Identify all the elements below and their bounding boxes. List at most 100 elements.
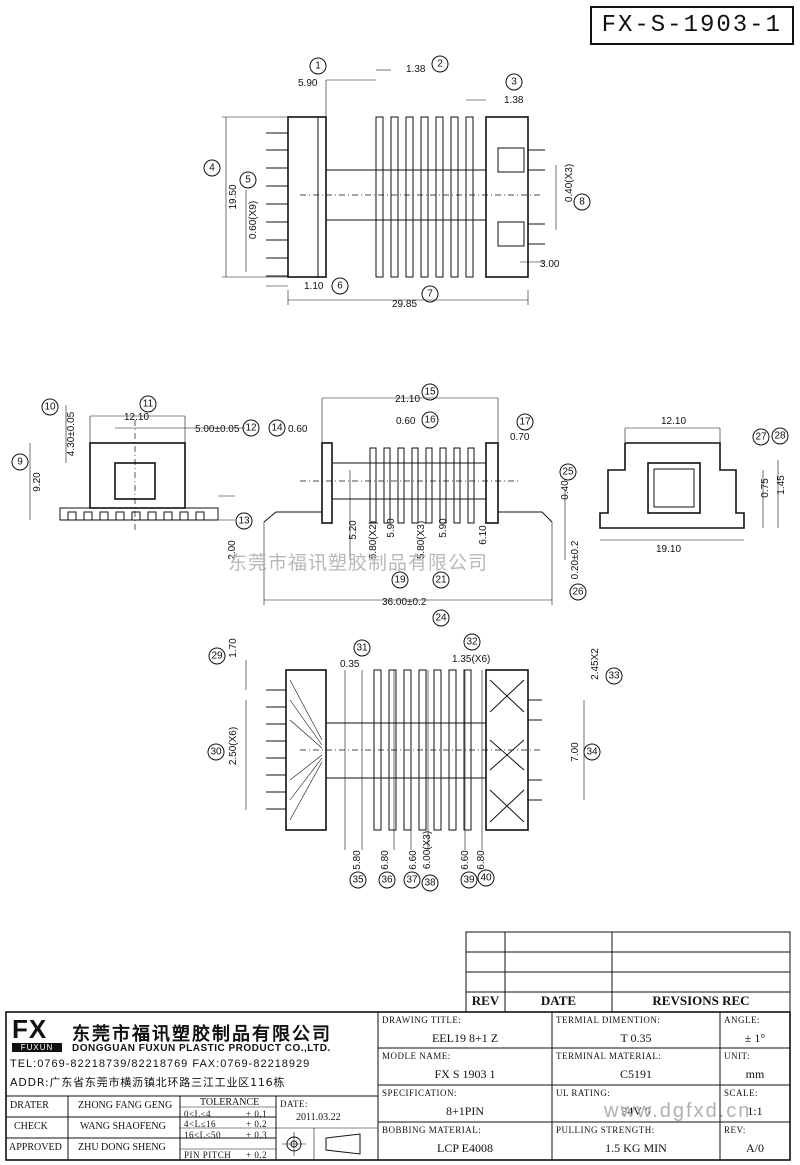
- callout-circle: [431, 55, 449, 73]
- svg-text:5.80(X3): 5.80(X3): [416, 521, 427, 559]
- tol-value-1: + 0.1: [246, 1109, 268, 1119]
- date-header: DATE: [540, 993, 577, 1008]
- svg-text:36.00±0.2: 36.00±0.2: [382, 597, 427, 608]
- callout-circle: [11, 453, 29, 471]
- approved-role: APPROVED: [9, 1142, 62, 1153]
- scale-value: 1:1: [747, 1104, 763, 1118]
- callout-number: 6: [337, 281, 343, 292]
- svg-text:4.30±0.05: 4.30±0.05: [66, 411, 77, 456]
- callout-circle: [477, 869, 495, 887]
- tol-value-2: + 0.2: [246, 1119, 268, 1129]
- svg-text:5.90: 5.90: [438, 518, 449, 538]
- svg-text:5.20: 5.20: [348, 520, 359, 540]
- svg-text:2.45X2: 2.45X2: [590, 648, 601, 680]
- callout-circle: [331, 277, 349, 295]
- callout-number: 32: [466, 637, 478, 648]
- date-label: DATE:: [280, 1099, 308, 1109]
- rev-header: REV: [471, 993, 500, 1008]
- svg-text:6.00(X3): 6.00(X3): [422, 831, 433, 869]
- terminal-dimention-label: TERMIAL DIMENTION:: [556, 1015, 661, 1025]
- callout-circle: [242, 419, 260, 437]
- pulling-strength-label: PULLING STRENGTH:: [556, 1125, 655, 1135]
- pulling-strength-value: 1.5 KG MIN: [605, 1141, 667, 1155]
- callout-number: 15: [424, 387, 436, 398]
- callout-circle: [421, 411, 439, 429]
- callout-number: 1: [315, 61, 321, 72]
- tolerance-title: TOLERANCE: [200, 1097, 260, 1108]
- tol-range-3: 16<L≤50: [184, 1130, 222, 1140]
- svg-text:1.38: 1.38: [406, 64, 426, 75]
- site-watermark: www.dgfxd.cn: [604, 1100, 752, 1122]
- svg-text:2.50(X6): 2.50(X6): [228, 727, 239, 765]
- callout-circle: [516, 413, 534, 431]
- callout-circle: [559, 463, 577, 481]
- revisions-header: REVSIONS REC: [652, 993, 750, 1008]
- check-role: CHECK: [14, 1121, 48, 1132]
- svg-text:5.90: 5.90: [298, 78, 318, 89]
- unit-value: mm: [745, 1067, 765, 1081]
- callout-circle: [41, 398, 59, 416]
- svg-text:3.00: 3.00: [540, 259, 560, 270]
- top-left-pins: [266, 132, 288, 277]
- callout-number: 21: [435, 575, 447, 586]
- bobbing-material-value: LCP E4008: [437, 1141, 493, 1155]
- callout-number: 17: [519, 417, 531, 428]
- svg-text:6.80: 6.80: [380, 850, 391, 870]
- callout-circle: [421, 383, 439, 401]
- callout-number: 25: [562, 467, 574, 478]
- terminal-material-value: C5191: [619, 1067, 652, 1081]
- svg-text:0.20±0.2: 0.20±0.2: [570, 540, 581, 579]
- callout-number: 9: [17, 457, 23, 468]
- svg-text:0.75: 0.75: [760, 478, 771, 498]
- svg-text:1.10: 1.10: [304, 281, 324, 292]
- watermark-text: 东莞市福讯塑胶制品有限公司: [228, 552, 489, 574]
- callout-number: 34: [586, 747, 598, 758]
- dimension-labels: 5.90 1.38 1.38 19.50 0.60(X9) 1.10 29.85…: [32, 64, 787, 870]
- callout-number: 40: [480, 873, 492, 884]
- company-logo: FX: [12, 1014, 48, 1044]
- svg-text:9.20: 9.20: [32, 472, 43, 492]
- specification-label: SPECIFICATION:: [382, 1088, 458, 1098]
- end-view-right: [599, 427, 779, 541]
- drater-role: DRATER: [10, 1100, 49, 1111]
- ul-rating-value: 94V 0: [621, 1104, 651, 1118]
- svg-text:0.60: 0.60: [288, 424, 308, 435]
- callout-circle: [463, 633, 481, 651]
- specification-value: 8+1PIN: [445, 1104, 485, 1118]
- callout-circle: [378, 871, 396, 889]
- drawing-title-label: DRAWING TITLE:: [382, 1015, 462, 1025]
- angle-value: ± 1°: [744, 1031, 766, 1045]
- svg-text:1.45: 1.45: [776, 475, 787, 495]
- callout-number: 38: [424, 878, 436, 889]
- unit-label: UNIT:: [724, 1051, 751, 1061]
- svg-text:6.60: 6.60: [408, 850, 419, 870]
- callout-circle: [208, 647, 226, 665]
- callout-circle: [421, 874, 439, 892]
- drawing-title-value: EEL19 8+1 Z: [431, 1031, 499, 1045]
- callout-number: 11: [143, 399, 154, 410]
- callout-circle: [432, 571, 450, 589]
- tol-range-2: 4<L≤16: [184, 1119, 217, 1129]
- svg-text:19.50: 19.50: [228, 184, 239, 209]
- bottom-left-ribs: [289, 679, 323, 821]
- tol-range-4: PIN PITCH: [184, 1150, 232, 1160]
- callout-number: 3: [511, 77, 517, 88]
- callout-number: 14: [271, 423, 283, 434]
- callout-number: 37: [406, 875, 418, 886]
- callout-circle: [235, 512, 253, 530]
- callout-circle: [421, 285, 439, 303]
- rev-label: REV:: [724, 1125, 746, 1135]
- callout-number: 39: [463, 875, 475, 886]
- callout-number: 27: [755, 432, 767, 443]
- tol-value-3: + 0.3: [246, 1130, 268, 1140]
- callout-number: 10: [44, 402, 56, 413]
- terminal-dimention-value: T 0.35: [620, 1031, 652, 1045]
- svg-text:5.80: 5.80: [352, 850, 363, 870]
- callout-number: 36: [381, 875, 393, 886]
- callout-circle: [432, 609, 450, 627]
- drater-name: ZHONG FANG GENG: [78, 1100, 173, 1111]
- callout-circle: [605, 667, 623, 685]
- callout-number: 16: [424, 415, 436, 426]
- module-name-label: MODLE NAME:: [382, 1051, 451, 1061]
